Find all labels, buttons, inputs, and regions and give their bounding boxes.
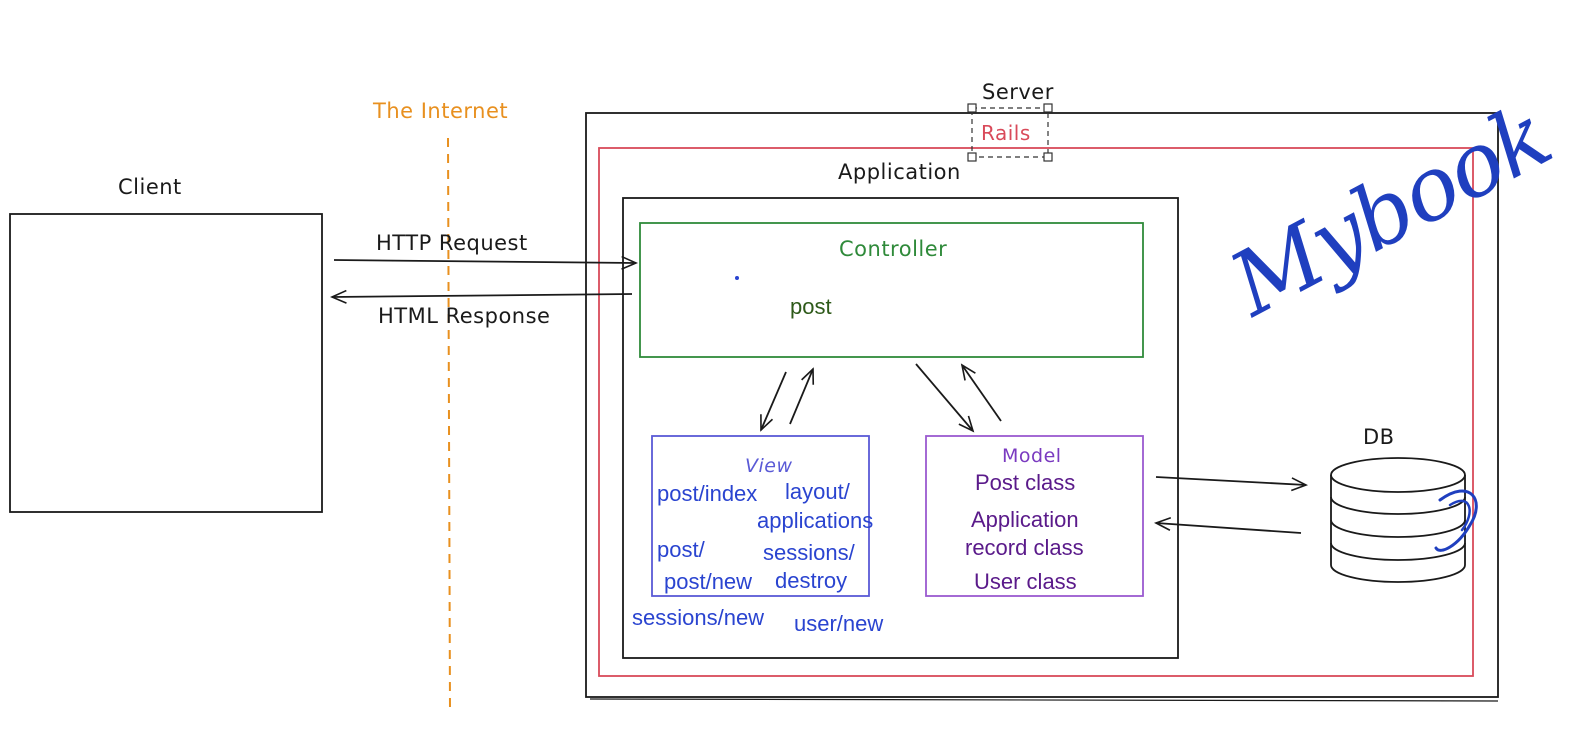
server-box-shadow bbox=[589, 698, 1499, 702]
internet-label: The Internet bbox=[373, 99, 509, 123]
view-item: applications bbox=[757, 508, 874, 533]
view-item: layout/ bbox=[785, 479, 850, 504]
model-item: Application bbox=[971, 507, 1079, 532]
view-item: sessions/ bbox=[763, 540, 855, 565]
view-item: post/ bbox=[657, 537, 705, 562]
http-request-label: HTTP Request bbox=[376, 231, 528, 255]
application-label: Application bbox=[838, 160, 961, 184]
controller-label: Controller bbox=[839, 237, 948, 261]
html-response-arrow bbox=[332, 294, 633, 297]
controller-box bbox=[639, 222, 1144, 358]
server-box bbox=[585, 112, 1499, 698]
view-box bbox=[651, 435, 870, 597]
view-label: View bbox=[745, 455, 793, 477]
application-box bbox=[622, 197, 1179, 659]
view-item: user/new bbox=[794, 611, 884, 636]
model-item: record class bbox=[965, 535, 1084, 560]
controller-item: post bbox=[790, 294, 832, 319]
server-label: Server bbox=[982, 80, 1054, 104]
selection-handle bbox=[1043, 152, 1053, 162]
view-item: post/new bbox=[664, 569, 753, 594]
controller-to-model-arrow bbox=[915, 363, 973, 431]
db-label: DB bbox=[1363, 425, 1395, 449]
database-icon bbox=[1330, 457, 1466, 583]
db-to-model-arrow bbox=[1156, 523, 1302, 534]
model-item: User class bbox=[974, 569, 1077, 594]
model-box bbox=[925, 435, 1144, 597]
controller-dot bbox=[735, 276, 739, 280]
selection-handle bbox=[1043, 103, 1053, 113]
model-to-db-arrow bbox=[1155, 476, 1306, 485]
internet-divider bbox=[447, 137, 451, 713]
client-box bbox=[9, 213, 323, 513]
controller-to-view-arrow bbox=[761, 371, 787, 430]
db-scribble bbox=[1448, 499, 1471, 532]
view-item: sessions/new bbox=[632, 605, 765, 630]
model-label: Model bbox=[1002, 445, 1062, 467]
http-request-arrow bbox=[333, 260, 636, 263]
rails-box bbox=[598, 147, 1474, 677]
selection-handle bbox=[967, 152, 977, 162]
html-response-label: HTML Response bbox=[378, 304, 551, 328]
client-label: Client bbox=[118, 175, 182, 199]
rails-label-selection bbox=[971, 107, 1049, 158]
selection-handle bbox=[967, 103, 977, 113]
model-to-controller-arrow bbox=[962, 365, 1002, 422]
model-item: Post class bbox=[975, 470, 1076, 495]
view-item: destroy bbox=[775, 568, 848, 593]
rails-label: Rails bbox=[981, 121, 1031, 145]
db-scribble bbox=[1434, 489, 1478, 552]
view-to-controller-arrow bbox=[789, 369, 813, 425]
view-item: post/index bbox=[657, 481, 758, 506]
